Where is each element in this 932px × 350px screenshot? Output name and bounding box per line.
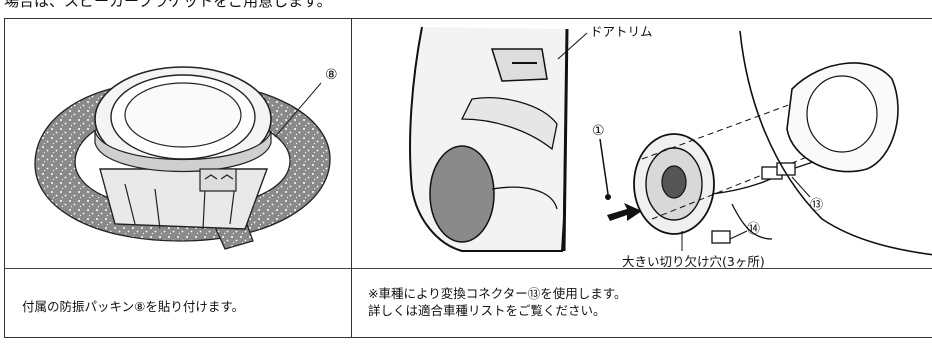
screw-callout-1: ① xyxy=(592,123,605,139)
right-divider xyxy=(352,268,932,269)
left-caption: 付属の防振パッキン⑧を貼り付けます。 xyxy=(22,299,245,314)
right-panel: ① ⑬ ⑭ xyxy=(352,19,932,337)
door-trim-label: ドアトリム xyxy=(590,24,653,39)
top-caption: 場合は、スピーカーブラケットをご用意します。 xyxy=(4,0,332,10)
speaker-packing-illustration: ⑧ xyxy=(34,66,338,250)
connector-callout-13: ⑬ xyxy=(810,198,823,213)
right-caption-line-1: ※車種により変換コネクター⑬を使用します。 xyxy=(368,286,627,301)
right-caption-line-2: 詳しくは適合車種リストをご覧ください。 xyxy=(368,303,606,318)
left-divider xyxy=(5,268,351,269)
connector-callout-14: ⑭ xyxy=(747,222,760,237)
left-panel: ⑧ 付属の防振パッキン⑧を貼り付けます。 xyxy=(5,19,352,337)
instruction-frame: ⑧ 付属の防振パッキン⑧を貼り付けます。 ① xyxy=(4,18,932,338)
packing-callout-number: ⑧ xyxy=(325,67,338,83)
right-caption: ※車種により変換コネクター⑬を使用します。 詳しくは適合車種リストをご覧ください… xyxy=(368,285,626,319)
cutout-label: 大きい切り欠け穴(3ヶ所) xyxy=(622,254,765,269)
door-speaker-install-illustration: ① ⑬ ⑭ xyxy=(409,26,932,256)
